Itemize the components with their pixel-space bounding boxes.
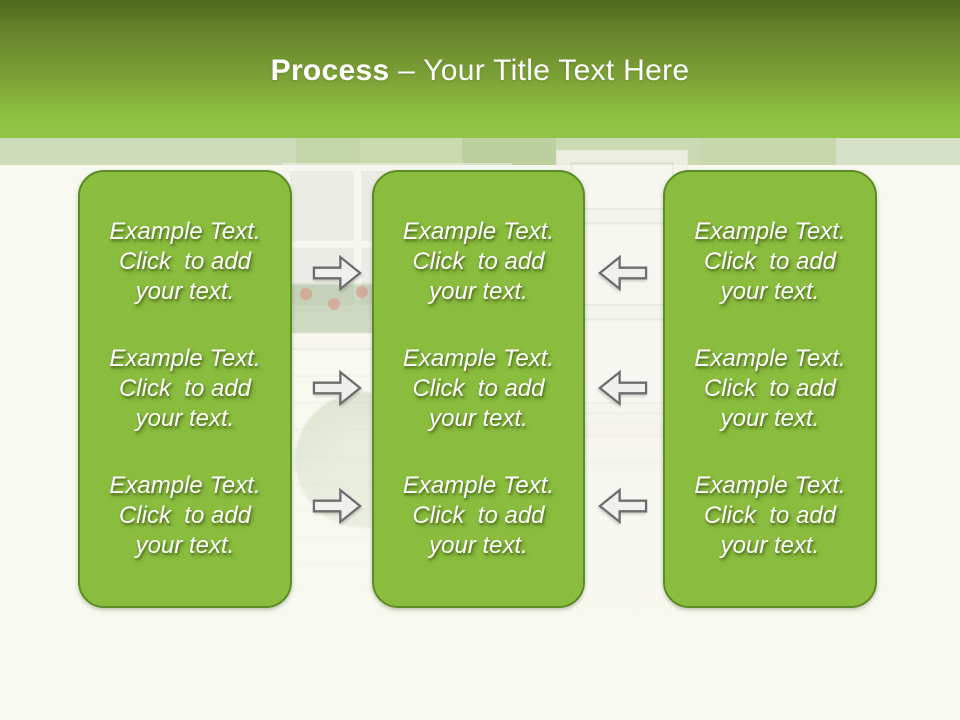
window-muntin [354,171,361,305]
band-tile [360,138,462,165]
band-tile [836,138,960,165]
flower-decoration [300,288,312,300]
placeholder-text[interactable]: Example Text. Click to add your text. [694,345,846,432]
placeholder-text[interactable]: Example Text. Click to add your text. [402,218,555,305]
placeholder-text[interactable]: Example Text. Click to add your text. [109,345,261,432]
process-box-right[interactable]: Example Text. Click to add your text. Ex… [663,170,877,608]
band-tile [462,138,556,165]
right-arrow-icon[interactable] [312,254,362,292]
process-box-center[interactable]: Example Text. Click to add your text. Ex… [372,170,585,608]
slide-title[interactable]: Process – Your Title Text Here [0,54,960,88]
placeholder-text[interactable]: Example Text. Click to add your text. [694,218,846,305]
placeholder-text[interactable]: Example Text. Click to add your text. [402,472,555,559]
placeholder-text[interactable]: Example Text. Click to add your text. [109,218,261,305]
left-arrow-icon[interactable] [598,487,648,525]
band-tile [296,138,360,165]
left-arrow-icon[interactable] [598,369,648,407]
title-bar: Process – Your Title Text Here [0,0,960,138]
placeholder-text[interactable]: Example Text. Click to add your text. [109,472,261,559]
flower-decoration [356,286,368,298]
title-emphasis: Process [270,54,390,87]
right-arrow-icon[interactable] [312,369,362,407]
band-tile [700,138,836,165]
process-box-left[interactable]: Example Text. Click to add your text. Ex… [78,170,292,608]
placeholder-text[interactable]: Example Text. Click to add your text. [694,472,846,559]
left-arrow-icon[interactable] [598,254,648,292]
right-arrow-icon[interactable] [312,487,362,525]
title-rest: – Your Title Text Here [389,54,690,87]
placeholder-text[interactable]: Example Text. Click to add your text. [402,345,555,432]
